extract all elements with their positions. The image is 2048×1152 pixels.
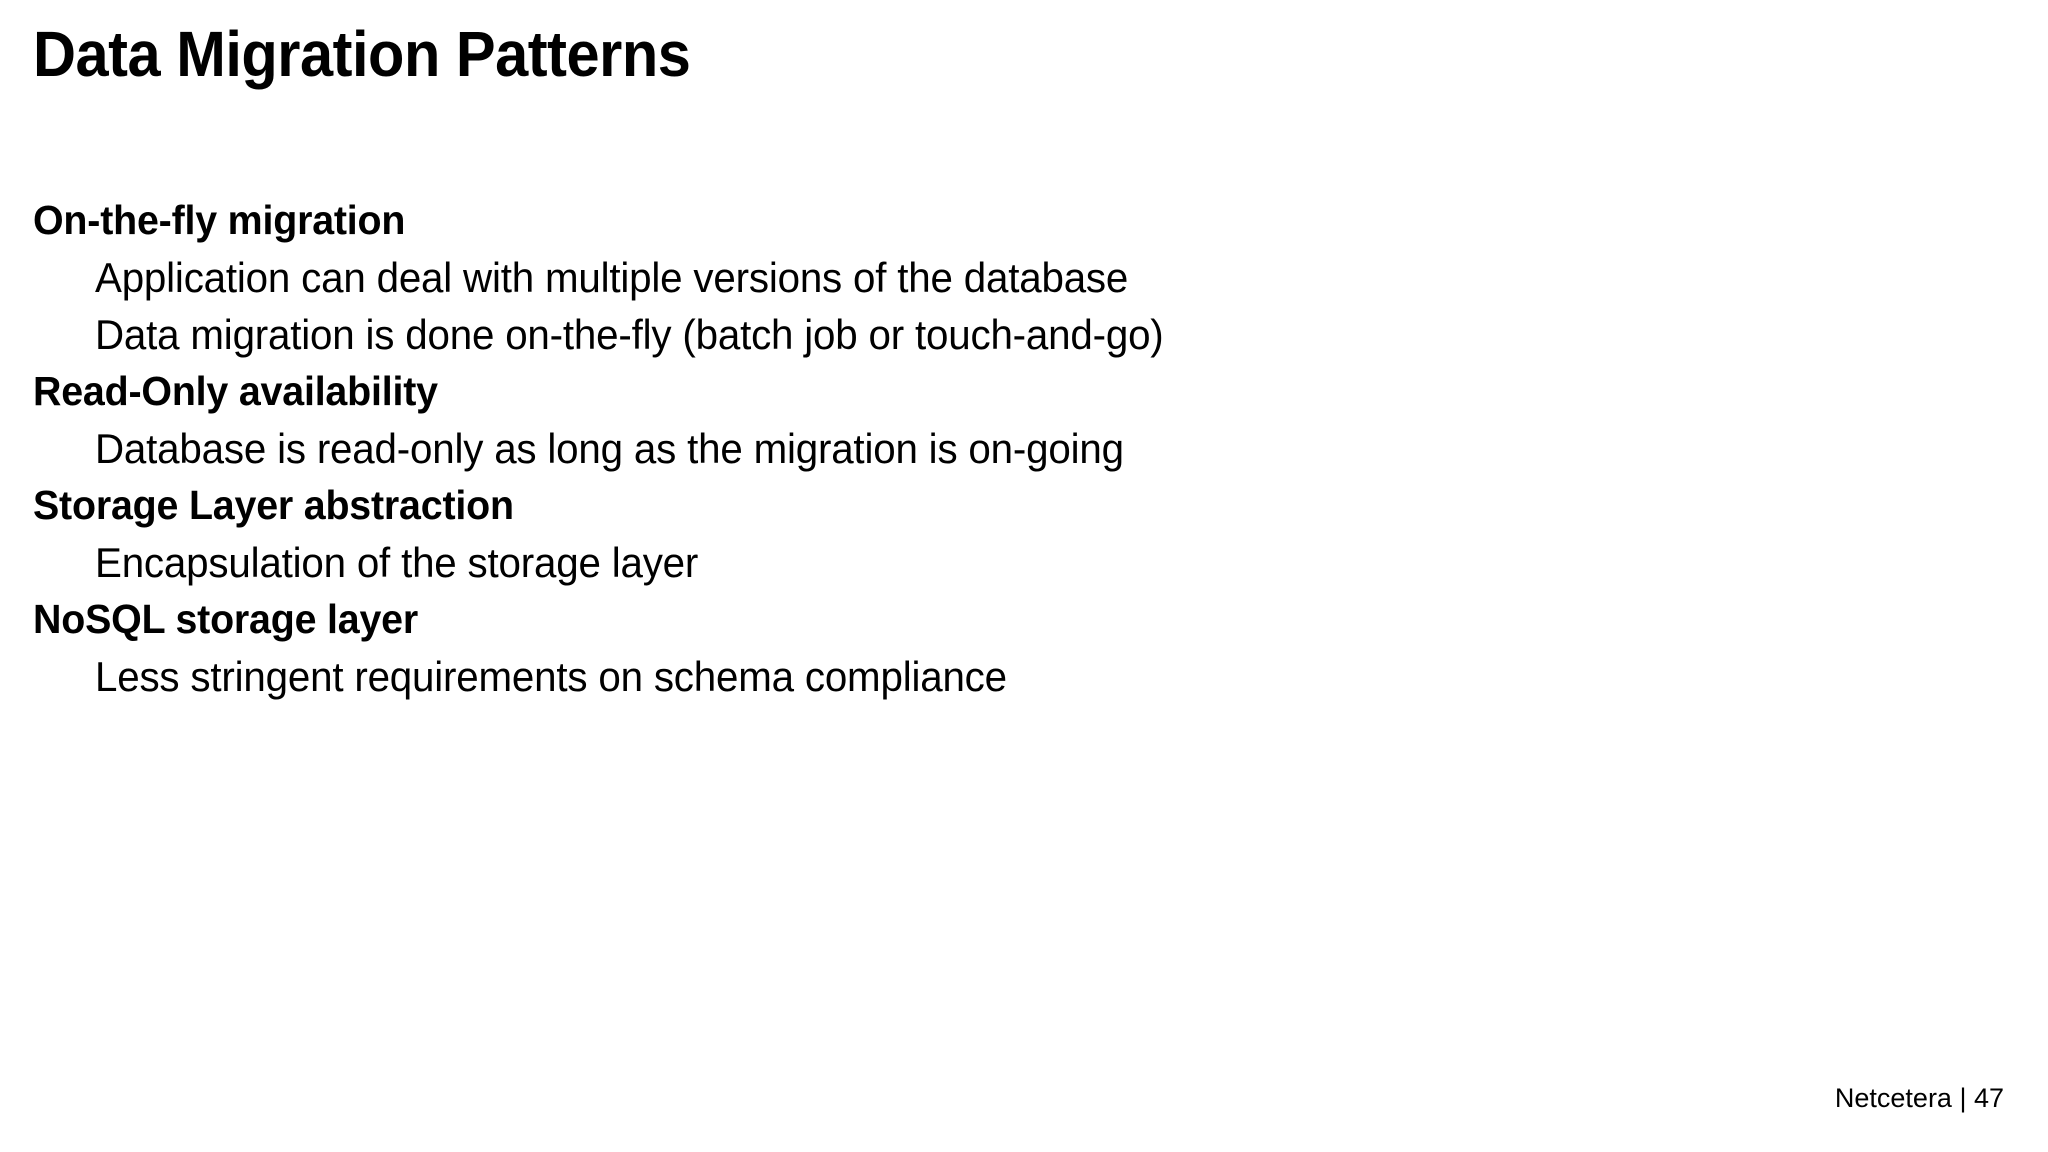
bullet-item: Application can deal with multiple versi… [95,254,1129,301]
bullet-heading: NoSQL storage layer [33,596,419,642]
bullet-item: Data migration is done on-the-fly (batch… [95,311,1164,358]
slide-footer: Netcetera | 47 [1834,1083,2004,1113]
bullet-item: Less stringent requirements on schema co… [95,653,1007,700]
bullet-heading: Read-Only availability [33,368,438,414]
bullet-item: Database is read-only as long as the mig… [95,425,1124,472]
bullet-heading: On-the-fly migration [33,197,406,243]
bullet-heading: Storage Layer abstraction [33,482,514,528]
page-title: Data Migration Patterns [33,18,691,90]
bullet-item: Encapsulation of the storage layer [95,539,699,586]
